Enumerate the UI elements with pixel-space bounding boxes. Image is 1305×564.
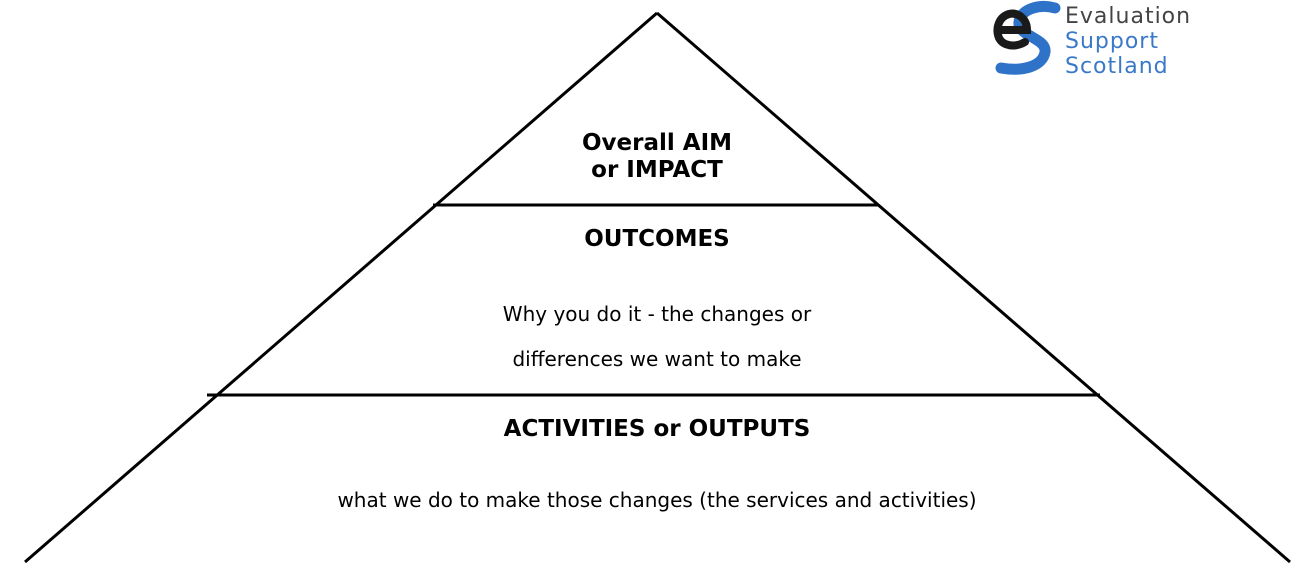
logo-e-letter — [993, 9, 1032, 50]
logo-text-scotland: Scotland — [1065, 54, 1169, 79]
evaluation-support-scotland-logo: Evaluation Support Scotland — [993, 0, 1305, 85]
logo-text-evaluation: Evaluation — [1065, 4, 1192, 29]
outcomes-description-line2: differences we want to make — [512, 347, 802, 371]
outcomes-description-line1: Why you do it - the changes or — [502, 302, 812, 326]
logo-text-support: Support — [1065, 29, 1159, 54]
activities-description: what we do to make those changes (the se… — [337, 488, 977, 512]
pyramid-right-edge — [656, 11, 1291, 564]
es-logo-mark — [993, 1, 1061, 75]
pyramid-left-edge — [24, 11, 658, 564]
outcomes-heading: OUTCOMES — [584, 226, 730, 252]
logo-s-swoosh — [995, 1, 1061, 75]
activities-heading: ACTIVITIES or OUTPUTS — [503, 416, 811, 442]
apex-title-line1: Overall AIM — [581, 130, 733, 156]
apex-title-line2: or IMPACT — [591, 157, 723, 183]
